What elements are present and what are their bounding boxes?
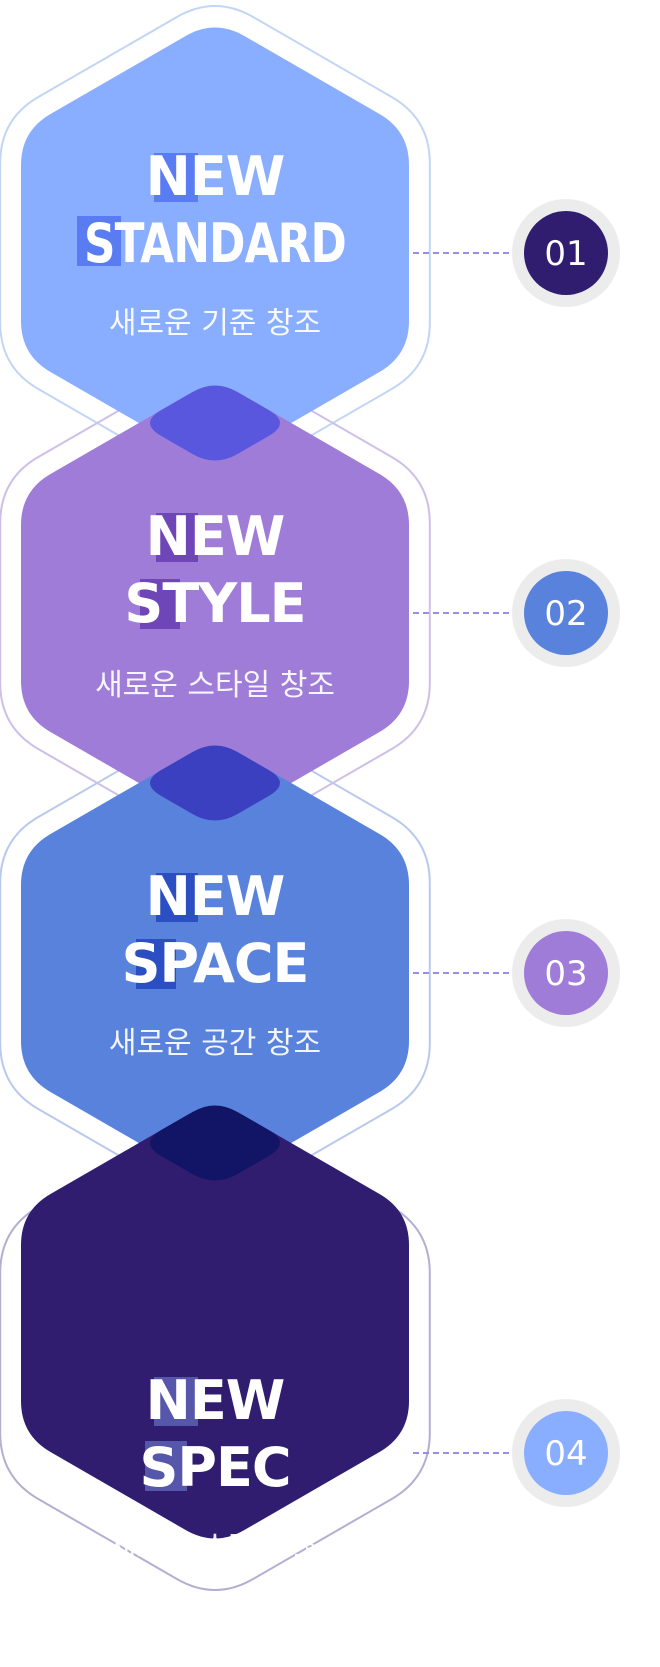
badge-number-2: 02 (544, 594, 587, 634)
highlight-s-2 (140, 579, 180, 629)
badge-core-2 (524, 571, 608, 655)
title-line1-1: NEW (146, 145, 285, 208)
badge-2: 02 (512, 559, 620, 667)
subtitle-4: 새로운 스펙 창조 (109, 1530, 321, 1565)
title-line2-1: STANDARD (84, 212, 346, 275)
hex-fill-4 (21, 1107, 409, 1539)
hex-texts: NEW STANDARD 새로운 기준 창조 NEW STYLE 새로운 스타일… (84, 145, 347, 1565)
badge-3: 03 (512, 919, 620, 1027)
hex-overlaps (150, 385, 280, 1181)
highlight-s-4 (145, 1441, 187, 1491)
hex-fill-1 (21, 27, 409, 459)
highlight-n-3 (156, 873, 198, 922)
highlight-s-1 (77, 216, 121, 266)
connectors (413, 252, 520, 1454)
highlight-n-4 (154, 1377, 198, 1426)
number-badges: 01 02 03 04 (512, 199, 620, 1507)
badge-core-4 (524, 1411, 608, 1495)
title-line2-3: SPACE (122, 932, 309, 995)
badge-core-3 (524, 931, 608, 1015)
hex-overlap-2-3 (150, 745, 280, 821)
badge-core-1 (524, 211, 608, 295)
highlight-n-1 (154, 153, 198, 202)
badge-number-4: 04 (544, 1434, 587, 1474)
subtitle-1: 새로운 기준 창조 (109, 306, 321, 341)
hex-fill-3 (21, 747, 409, 1179)
subtitle-3: 새로운 공간 창조 (109, 1026, 321, 1061)
letter-highlights (77, 153, 198, 1491)
highlight-s-3 (136, 939, 176, 989)
subtitle-2: 새로운 스타일 창조 (95, 668, 335, 703)
badge-1: 01 (512, 199, 620, 307)
title-line2-2: STYLE (124, 572, 305, 635)
badge-4: 04 (512, 1399, 620, 1507)
badge-number-3: 03 (544, 954, 587, 994)
hex-fills (21, 27, 409, 1539)
title-line1-2: NEW (146, 505, 285, 568)
badge-number-1: 01 (544, 234, 587, 274)
hex-overlap-3-4 (150, 1105, 280, 1181)
title-line2-4: SPEC (140, 1436, 291, 1499)
title-line1-4: NEW (146, 1369, 285, 1432)
highlight-n-2 (156, 513, 198, 562)
title-line1-3: NEW (146, 865, 285, 928)
hex-overlap-1-2 (150, 385, 280, 461)
hex-fill-2 (21, 387, 409, 819)
